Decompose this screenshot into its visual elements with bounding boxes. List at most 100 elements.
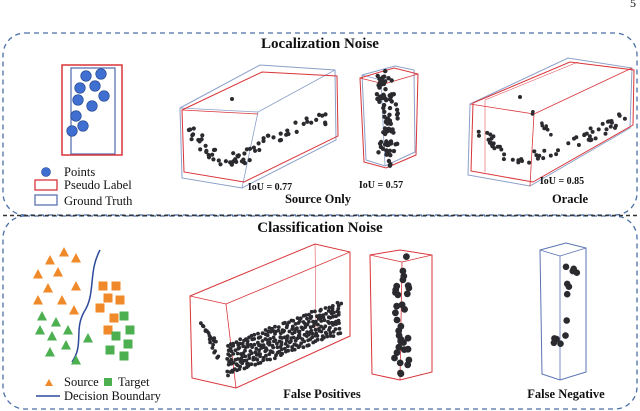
lidar-point <box>200 323 205 328</box>
lidar-point <box>231 360 236 365</box>
lidar-point <box>223 159 228 164</box>
classification-title: Classification Noise <box>257 220 383 236</box>
lidar-point <box>374 92 380 97</box>
lidar-point <box>393 316 401 324</box>
lidar-point <box>542 126 546 131</box>
lidar-point <box>212 336 217 341</box>
lidar-point <box>392 309 399 317</box>
lidar-point <box>323 306 328 310</box>
lidar-point <box>395 141 400 146</box>
source-only-box-1 <box>179 64 339 189</box>
lidar-point <box>549 132 553 137</box>
lidar-point <box>240 361 245 366</box>
lidar-point <box>230 369 235 374</box>
lidar-point <box>485 130 490 135</box>
box1-gt-edge <box>179 107 259 113</box>
lidar-point <box>323 112 328 117</box>
lidar-point <box>328 334 333 338</box>
box2-pseudo-outline <box>359 67 419 169</box>
lidar-point <box>278 137 284 143</box>
lidar-point <box>548 153 553 158</box>
lidar-point <box>404 345 412 353</box>
lidar-point <box>556 148 560 153</box>
lidar-point <box>297 332 302 337</box>
lidar-point <box>389 92 394 97</box>
lidar-point <box>293 120 298 125</box>
source-marker <box>33 295 43 305</box>
lidar-point <box>314 117 319 122</box>
lidar-point <box>588 126 593 131</box>
fp2-edge <box>369 254 403 263</box>
source-marker <box>109 313 119 323</box>
lidar-point <box>287 320 291 325</box>
lidar-point <box>233 348 238 353</box>
lidar-point <box>331 334 336 338</box>
lidar-point <box>305 119 310 124</box>
lidar-point <box>305 316 309 321</box>
lidar-point <box>304 116 309 121</box>
lidar-point <box>291 318 296 323</box>
lidar-point <box>285 128 290 133</box>
lidar-point <box>328 325 332 330</box>
lidar-point <box>218 162 223 167</box>
fp2-outline <box>369 249 433 381</box>
lidar-point <box>393 349 401 356</box>
lidar-cloud-3 <box>476 95 627 165</box>
lidar-point <box>316 322 320 327</box>
lidar-cloud-6 <box>550 263 581 348</box>
lidar-point <box>290 345 294 349</box>
lidar-point <box>405 356 413 364</box>
lidar-point <box>229 357 234 362</box>
lidar-point <box>384 129 390 134</box>
lidar-point <box>239 159 244 164</box>
lidar-point <box>285 337 289 341</box>
lidar-point <box>576 143 581 147</box>
lidar-point <box>403 290 411 298</box>
lidar-point <box>247 146 253 151</box>
legend-points-marker <box>41 167 51 177</box>
legend-points-label: Points <box>64 165 95 179</box>
lidar-point <box>309 314 314 319</box>
box1-gt-outline <box>179 64 337 189</box>
lidar-point <box>276 325 281 329</box>
lidar-point <box>540 121 544 125</box>
lidar-point <box>477 133 481 138</box>
target-marker <box>119 311 129 321</box>
lidar-point <box>212 339 217 343</box>
lidar-point <box>330 304 335 308</box>
lidar-point <box>395 343 403 351</box>
lidar-point <box>562 263 570 271</box>
lidar-point <box>375 73 380 79</box>
lidar-point <box>495 144 500 149</box>
lidar-point <box>403 253 410 260</box>
box3-edge <box>484 61 579 101</box>
lidar-point <box>476 129 481 134</box>
oracle-caption: Oracle <box>552 192 589 206</box>
source-marker <box>71 281 81 291</box>
point-marker <box>66 125 78 137</box>
target-marker <box>71 355 81 365</box>
lidar-point <box>339 301 344 306</box>
lidar-point <box>315 334 320 338</box>
lidar-point <box>246 364 251 368</box>
ground-truth-box <box>70 67 116 155</box>
lidar-point <box>211 342 216 347</box>
lidar-point <box>252 342 257 347</box>
lidar-point <box>303 325 308 329</box>
lidar-point <box>210 152 215 157</box>
lidar-point <box>557 340 564 348</box>
lidar-point <box>236 357 240 361</box>
lidar-point <box>328 331 333 335</box>
lidar-point <box>389 99 394 104</box>
lidar-point <box>237 367 242 371</box>
lidar-point <box>216 354 221 359</box>
source-marker <box>45 255 55 265</box>
lidar-point <box>527 160 532 165</box>
lidar-point <box>395 327 403 335</box>
lidar-point <box>319 307 323 312</box>
target-marker <box>119 351 129 361</box>
lidar-point <box>391 354 398 362</box>
schematic-points <box>66 68 110 137</box>
lidar-point <box>228 354 232 358</box>
